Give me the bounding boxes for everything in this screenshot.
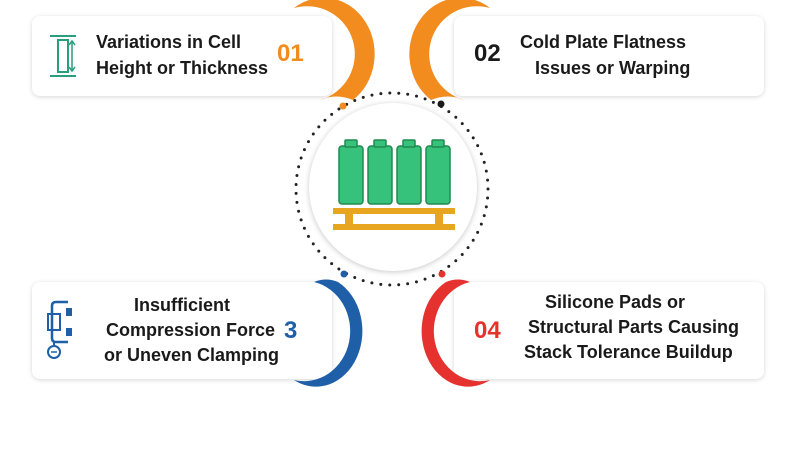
clamp-icon	[46, 298, 76, 360]
step-01-title-line2: Height or Thickness	[96, 58, 269, 78]
step-card-02	[454, 16, 764, 96]
step-01-number: 01	[277, 40, 304, 67]
step-02-title-line1: Cold Plate Flatness	[520, 32, 687, 52]
step-04-number: 04	[474, 317, 501, 344]
battery-module-icon	[329, 136, 457, 236]
step-04-title-line3: Stack Tolerance Buildup	[524, 342, 733, 362]
step-card-01	[32, 16, 332, 96]
step-02-title-line2: Issues or Warping	[535, 58, 691, 78]
step-04-title-line1: Silicone Pads or	[545, 292, 686, 312]
height-arrows-icon	[48, 34, 78, 78]
step-03-title-line1: Insufficient	[134, 295, 231, 315]
step-03-title-line3: or Uneven Clamping	[104, 345, 280, 365]
step-card-03	[32, 282, 332, 379]
step-03-number: 3	[284, 317, 298, 344]
step-02-number: 02	[474, 40, 501, 67]
accent-dot-blue	[340, 270, 348, 278]
step-card-04	[454, 282, 764, 379]
accent-dot-black	[437, 100, 445, 108]
accent-dot-orange	[339, 102, 347, 110]
accent-dot-red	[438, 270, 446, 278]
step-01-title-line1: Variations in Cell	[96, 32, 242, 52]
step-04-title-line2: Structural Parts Causing	[528, 317, 740, 337]
step-03-title-line2: Compression Force	[106, 320, 276, 340]
